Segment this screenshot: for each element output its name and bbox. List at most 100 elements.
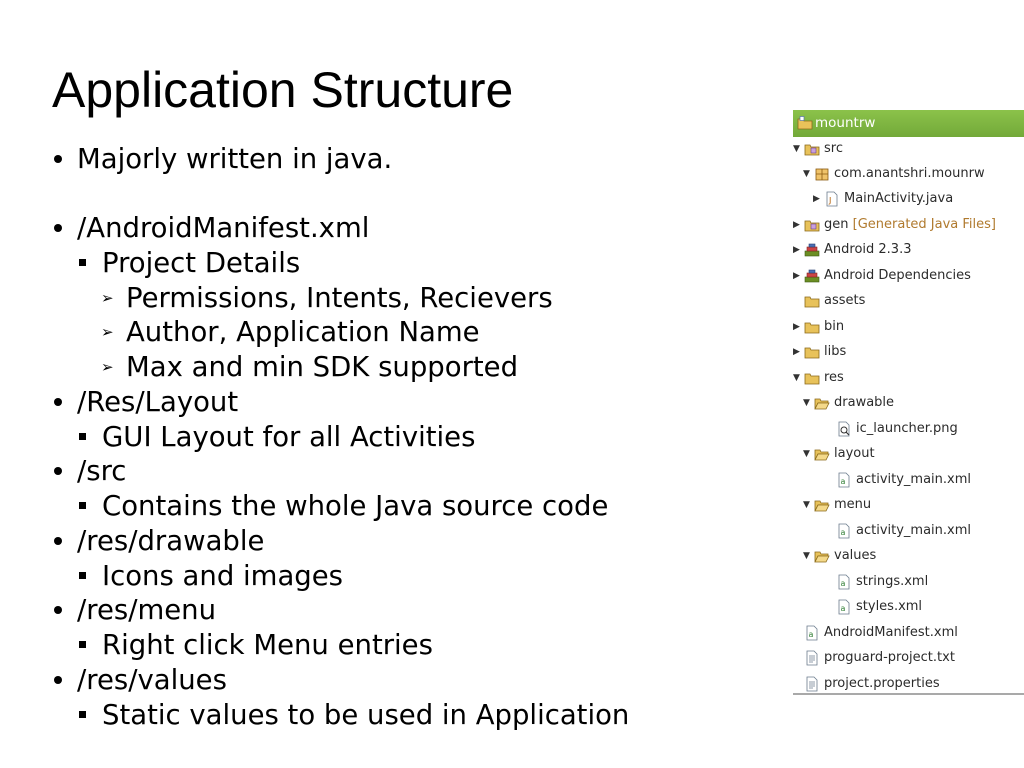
tree-item-annotation: [Generated Java Files]	[852, 217, 997, 232]
tree-bottom-border	[793, 693, 1024, 695]
package-icon	[815, 168, 829, 181]
tree-item-label: values	[834, 548, 877, 563]
bullet-text: /res/menu	[77, 594, 217, 626]
bullet-arrowhead-icon: ➢	[101, 289, 114, 307]
tree-item-label: activity_main.xml	[856, 523, 972, 538]
bullet-square-icon	[77, 698, 89, 732]
bullet-dot-icon	[52, 663, 66, 697]
bullet-dot-icon	[52, 385, 66, 419]
expanded-arrow-icon: ▼	[803, 449, 810, 459]
collapsed-arrow-icon: ▶	[793, 220, 800, 230]
tree-item-label: menu	[834, 497, 872, 512]
tree-item-label: proguard-project.txt	[824, 650, 955, 665]
source-folder-icon	[804, 144, 820, 156]
source-folder-icon	[804, 220, 820, 232]
expanded-arrow-icon: ▼	[793, 373, 800, 383]
tree-item-label: assets	[824, 293, 866, 308]
expanded-arrow-icon: ▼	[803, 169, 810, 179]
folder-icon	[804, 347, 820, 359]
bullet-text: /res/values	[77, 664, 227, 696]
tree-item-label: ic_launcher.png	[856, 421, 958, 436]
java-file-icon: J	[826, 191, 838, 207]
open-folder-icon	[814, 398, 830, 410]
bullet-arrowhead-icon: ➢	[101, 323, 114, 341]
tree-item-label: libs	[824, 344, 847, 359]
tree-item-name: gen	[824, 217, 849, 232]
bullet-dot-icon	[52, 211, 66, 245]
xml-file-icon: a	[806, 625, 818, 641]
expanded-arrow-icon: ▼	[803, 398, 810, 408]
bullet-dot-icon	[52, 142, 66, 176]
collapsed-arrow-icon: ▶	[793, 322, 800, 332]
image-file-icon	[838, 421, 850, 437]
tree-item-label: Android Dependencies	[824, 268, 971, 283]
collapsed-arrow-icon: ▶	[793, 271, 800, 281]
svg-text:a: a	[841, 477, 846, 486]
tree-item-label: drawable	[834, 395, 895, 410]
bullet-text: Static values to be used in Application	[102, 699, 630, 731]
bullet-arrowhead-icon: ➢	[101, 358, 114, 376]
tree-item-label: strings.xml	[856, 574, 929, 589]
slide-title: Application Structure	[52, 62, 514, 118]
tree-item-label: activity_main.xml	[856, 472, 972, 487]
bullet-text: /AndroidManifest.xml	[77, 212, 370, 244]
bullet-dot-icon	[52, 593, 66, 627]
bullet-text: Right click Menu entries	[102, 629, 433, 661]
expanded-arrow-icon: ▼	[793, 144, 800, 154]
bullet-text: Author, Application Name	[126, 316, 480, 348]
folder-icon	[804, 373, 820, 385]
tree-item-label: bin	[824, 319, 845, 334]
bullet-text: Majorly written in java.	[77, 143, 393, 175]
bullet-dot-icon	[52, 454, 66, 488]
open-folder-icon	[814, 449, 830, 461]
tree-item-label: MainActivity.java	[844, 191, 954, 206]
text-file-icon	[806, 676, 818, 692]
tree-item-label: project.properties	[824, 676, 940, 691]
svg-text:a: a	[809, 630, 814, 639]
tree-item-label: Android 2.3.3	[824, 242, 912, 257]
bullet-text: Permissions, Intents, Recievers	[126, 282, 553, 314]
xml-file-icon: a	[838, 599, 850, 615]
xml-file-icon: a	[838, 574, 850, 590]
project-root-row[interactable]: mountrw	[793, 110, 1024, 137]
collapsed-arrow-icon: ▶	[813, 194, 820, 204]
bullet-square-icon	[77, 559, 89, 593]
xml-file-icon: a	[838, 472, 850, 488]
bullet-text: /res/drawable	[77, 525, 265, 557]
bullet-text: /src	[77, 455, 127, 487]
svg-text:a: a	[841, 579, 846, 588]
folder-icon	[804, 322, 820, 334]
expanded-arrow-icon: ▼	[803, 551, 810, 561]
bullet-text: Contains the whole Java source code	[102, 490, 609, 522]
folder-icon	[804, 296, 820, 308]
bullet-square-icon	[77, 246, 89, 280]
bullet-text: Project Details	[102, 247, 301, 279]
expanded-arrow-icon: ▼	[803, 500, 810, 510]
tree-item-label: gen [Generated Java Files]	[824, 215, 996, 235]
bullet-text: /Res/Layout	[77, 386, 239, 418]
collapsed-arrow-icon: ▶	[793, 245, 800, 255]
tree-item-label: res	[824, 370, 844, 385]
tree-item-label: layout	[834, 446, 875, 461]
open-folder-icon	[814, 500, 830, 512]
library-icon	[804, 269, 820, 283]
project-root-label: mountrw	[815, 115, 876, 131]
svg-text:a: a	[841, 604, 846, 613]
bullet-text: Icons and images	[102, 560, 344, 592]
svg-text:J: J	[828, 196, 831, 205]
collapsed-arrow-icon: ▶	[793, 347, 800, 357]
bullet-text: Max and min SDK supported	[126, 351, 519, 383]
bullet-dot-icon	[52, 524, 66, 558]
bullet-list: Majorly written in java. /AndroidManifes…	[52, 142, 630, 732]
project-icon	[797, 116, 813, 130]
tree-item-label: com.anantshri.mounrw	[834, 166, 985, 181]
tree-item-label: src	[824, 141, 843, 156]
bullet-square-icon	[77, 628, 89, 662]
bullet-square-icon	[77, 489, 89, 523]
library-icon	[804, 243, 820, 257]
bullet-square-icon	[77, 420, 89, 454]
text-file-icon	[806, 650, 818, 666]
bullet-text: GUI Layout for all Activities	[102, 421, 476, 453]
svg-text:a: a	[841, 528, 846, 537]
tree-item-label: AndroidManifest.xml	[824, 625, 958, 640]
